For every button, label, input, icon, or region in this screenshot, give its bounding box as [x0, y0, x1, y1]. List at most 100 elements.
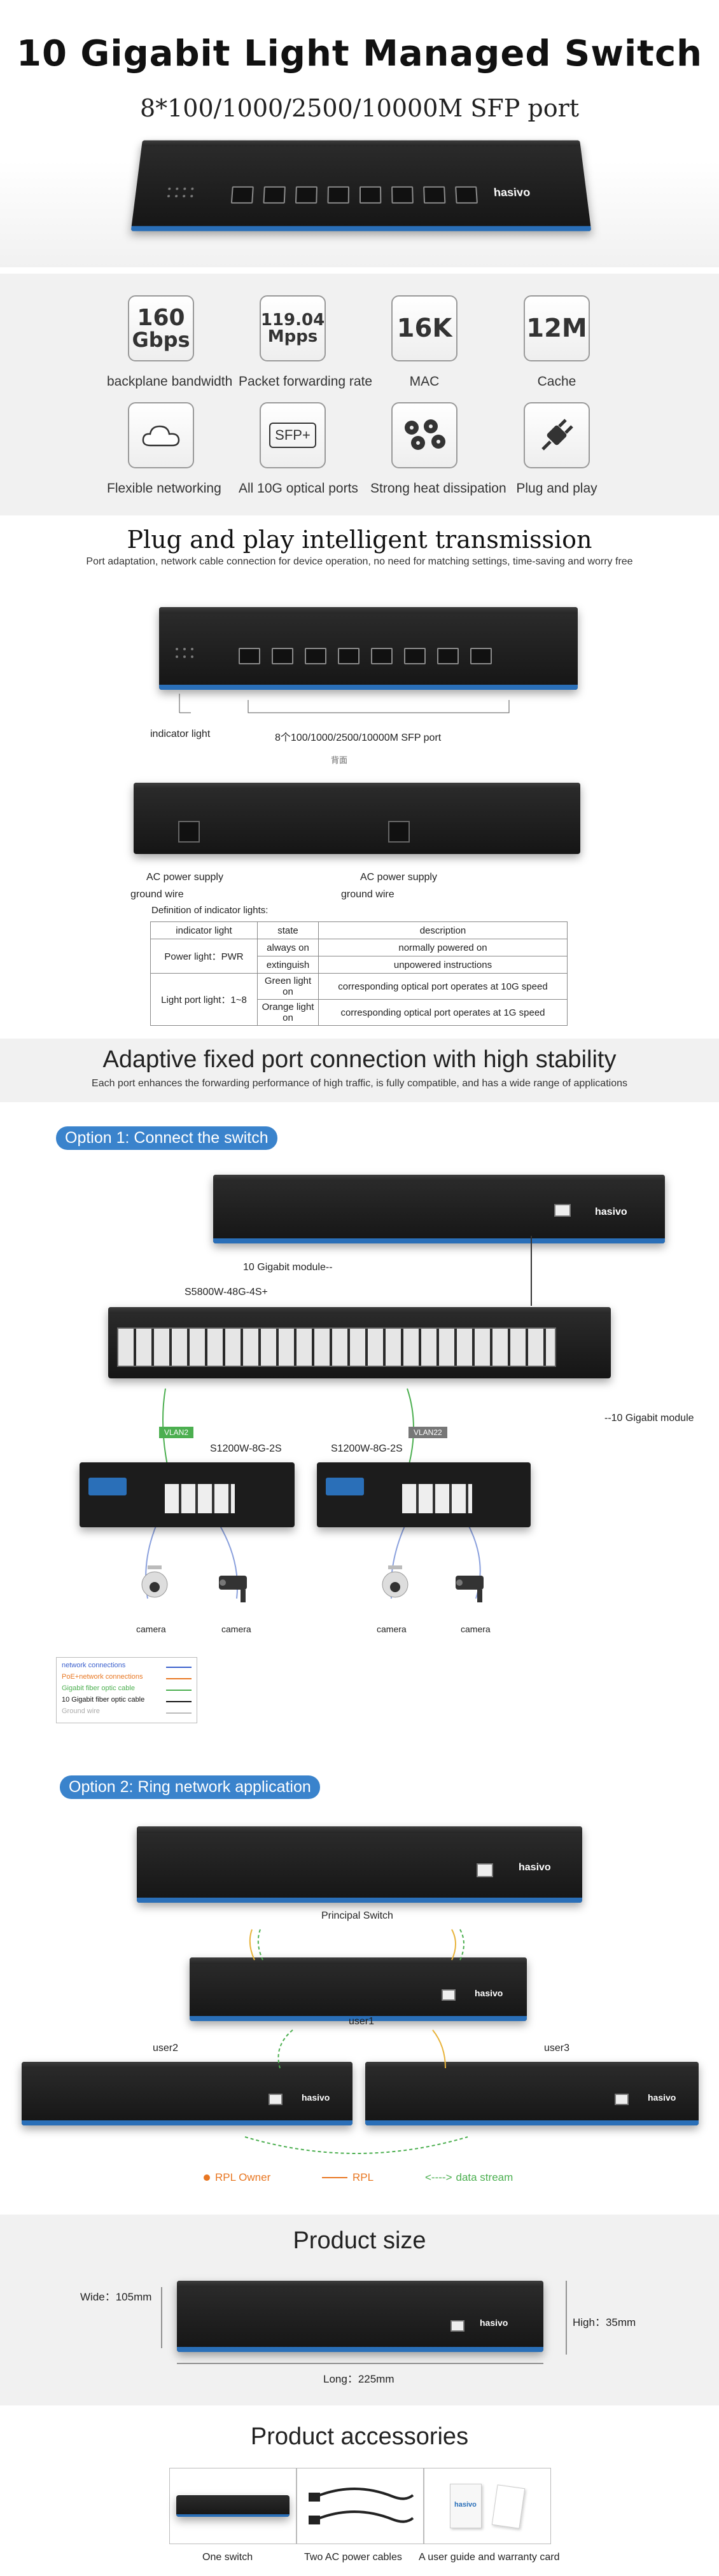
sfp-port — [230, 186, 254, 204]
indicator-table: indicator light state description Power … — [150, 921, 568, 1026]
camera-label: camera — [461, 1624, 491, 1634]
accessories-section: Product accessories hasivo One switch Tw… — [0, 2405, 719, 2576]
size-title: Product size — [293, 2227, 426, 2254]
accessory-label: A user guide and warranty card — [419, 2552, 560, 2563]
front-panel — [159, 607, 578, 690]
page-title: 10 Gigabit Light Managed Switch — [16, 33, 703, 74]
back-caption: 背面 — [331, 755, 348, 765]
legend-item: network connections — [62, 1662, 192, 1673]
core-switch-label: S5800W-48G-4S+ — [185, 1287, 268, 1298]
ground-label-2: ground wire — [341, 889, 394, 900]
feature-cache: 12M Cache — [503, 295, 611, 389]
legend-item: 10 Gigabit fiber optic cable — [62, 1696, 192, 1707]
feature-heat: Strong heat dissipation — [370, 402, 506, 496]
sfp-port — [437, 648, 459, 664]
camera-icon — [139, 1565, 171, 1608]
top-switch: hasivo — [213, 1175, 665, 1243]
access-switch-label-2: S1200W-8G-2S — [331, 1443, 403, 1454]
warranty-card-icon — [491, 2484, 526, 2529]
sfp-port — [371, 648, 393, 664]
legend-box: network connections PoE+network connecti… — [56, 1657, 197, 1723]
sfp-port — [404, 648, 426, 664]
camera-label: camera — [136, 1624, 166, 1634]
ac-label-2: AC power supply — [360, 872, 437, 883]
length-label: Long：225mm — [323, 2373, 394, 2385]
ring-lines — [244, 1929, 468, 2154]
rpl-owner-legend: RPL Owner — [204, 2171, 270, 2184]
table-row: Power light：PWR always on normally power… — [150, 939, 568, 974]
adaptive-section: Adaptive fixed port connection with high… — [0, 1039, 719, 1102]
page-subtitle: 8*100/1000/2500/10000M SFP port — [139, 94, 580, 122]
stream-legend: <----> data stream — [425, 2171, 513, 2183]
camera-icon — [452, 1565, 491, 1608]
vlan-tag-1: VLAN2 — [159, 1427, 194, 1438]
access-switch-badge — [326, 1478, 364, 1495]
plug-subtitle: Port adaptation, network cable connectio… — [86, 556, 633, 567]
plug-section: Plug and play intelligent transmission P… — [0, 515, 719, 1039]
rpl-legend: RPL — [322, 2171, 373, 2184]
sfp-plus-icon: SFP+ — [269, 423, 316, 448]
sfp-port — [239, 648, 260, 664]
rj45-port — [269, 2094, 283, 2105]
user-guide-icon: hasivo — [450, 2484, 482, 2528]
camera-icon — [215, 1565, 255, 1608]
rj45-port — [450, 2320, 464, 2332]
accessories-title: Product accessories — [250, 2423, 469, 2450]
ground-label-1: ground wire — [130, 889, 184, 900]
option2-section: Option 2: Ring network application hasiv… — [0, 1744, 719, 2215]
feature-mac: 16K MAC — [370, 295, 478, 389]
rpl-owner-dot — [204, 2174, 210, 2181]
camera-icon — [379, 1565, 411, 1608]
accessory-label: Two AC power cables — [304, 2552, 402, 2563]
sfp-port — [423, 186, 446, 204]
rj45-port-bank — [117, 1327, 556, 1367]
principal-label: Principal Switch — [321, 1910, 393, 1921]
sfp-port — [338, 648, 360, 664]
table-row: Orange light on corresponding optical po… — [151, 999, 568, 1026]
sfp-port — [263, 186, 286, 204]
module-label-1: 10 Gigabit module-- — [243, 1262, 333, 1273]
hero-section: 10 Gigabit Light Managed Switch 8*100/10… — [0, 0, 719, 267]
user1-switch: hasivo — [190, 1957, 527, 2021]
user3-switch: hasivo — [365, 2062, 699, 2125]
legend-item: PoE+network connections — [62, 1673, 192, 1684]
table-header-row: indicator light state description — [150, 921, 568, 939]
legend-item: Ground wire — [62, 1707, 192, 1719]
user2-label: user2 — [153, 2043, 179, 2054]
adaptive-subtitle: Each port enhances the forwarding perfor… — [92, 1078, 627, 1089]
accessory-manual: hasivo — [424, 2468, 551, 2544]
table-row: Light port light：1~8 Green light on corr… — [150, 973, 568, 1026]
ac-socket — [388, 821, 410, 843]
access-switch-label-1: S1200W-8G-2S — [210, 1443, 282, 1454]
user2-switch: hasivo — [22, 2062, 353, 2125]
feature-networking: Flexible networking — [107, 402, 221, 496]
rj45-port — [477, 1863, 493, 1877]
sfp-port — [327, 186, 349, 204]
user1-label: user1 — [349, 2016, 375, 2027]
brand-logo: hasivo — [493, 186, 531, 199]
user3-label: user3 — [544, 2043, 570, 2054]
definition-label: Definition of indicator lights: — [151, 905, 269, 916]
option1-section: Option 1: Connect the switch hasivo 10 G… — [0, 1102, 719, 1744]
sfp-port — [470, 648, 492, 664]
fan-icon — [405, 419, 445, 450]
front-callout-lines — [179, 694, 510, 713]
ac-socket — [178, 821, 200, 843]
width-label: Wide：105mm — [80, 2291, 152, 2303]
sfp-port — [455, 186, 478, 204]
sfp-port — [272, 648, 293, 664]
rj45-port — [554, 1204, 571, 1217]
power-cable-icon — [309, 2488, 414, 2524]
sfp-port — [295, 186, 318, 204]
option1-pill: Option 1: Connect the switch — [56, 1126, 277, 1150]
camera-label: camera — [221, 1624, 251, 1634]
size-section: Product size hasivo Wide：105mm High：35mm… — [0, 2215, 719, 2405]
rj45-port — [442, 1989, 456, 2001]
legend-item: Gigabit fiber optic cable — [62, 1684, 192, 1696]
rj45-port-bank — [402, 1484, 472, 1513]
rj45-port — [615, 2094, 629, 2105]
